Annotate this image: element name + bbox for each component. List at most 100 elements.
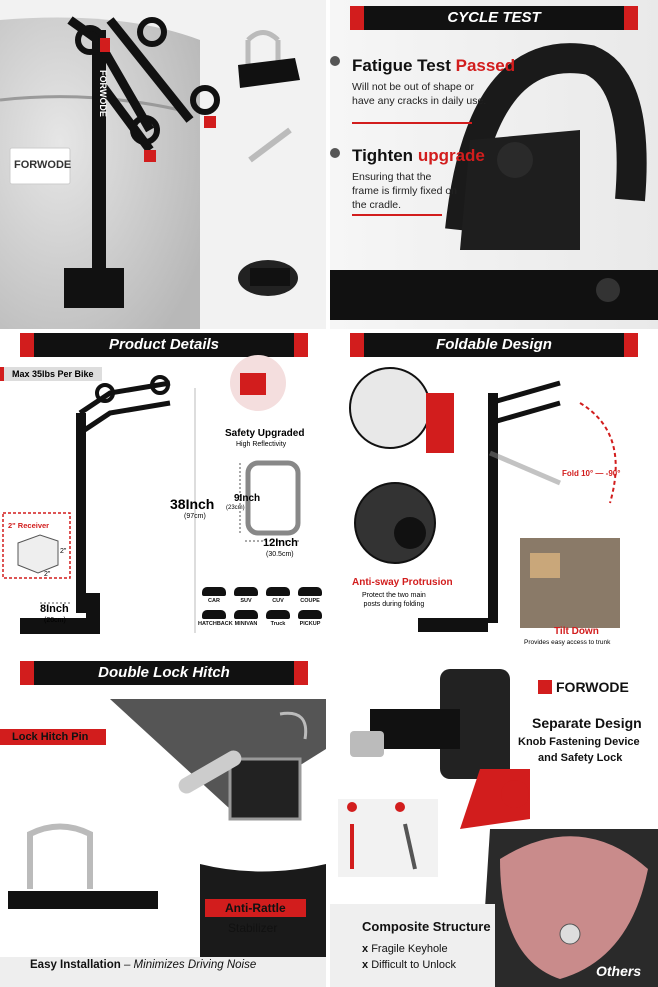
vehicle-label: HATCHBACK	[198, 621, 233, 627]
tighten-title-text: Tighten	[352, 146, 414, 165]
separate-title: Separate Design	[532, 715, 642, 731]
pin-label: Lock Hitch Pin	[0, 729, 107, 745]
fatigue-desc: Will not be out of shape or have any cra…	[352, 80, 486, 108]
fatigue-desc-line-1: Will not be out of shape or	[352, 81, 474, 93]
car-icon	[202, 587, 226, 596]
height-dimension: 38Inch	[170, 496, 215, 512]
vehicle-label: SUV	[240, 598, 252, 604]
gear-icon	[330, 56, 340, 66]
install-bold: Easy Installation	[30, 959, 121, 971]
gear-icon	[330, 148, 340, 158]
bullet-item: x Difficult to Unlock	[362, 959, 456, 971]
cycle-test-panel: CYCLE TEST Fatigue Test Passed Will not …	[330, 0, 658, 329]
car-icon	[298, 587, 322, 596]
stabilizer-label: Stabilizer	[228, 921, 278, 935]
install-caption: Easy Installation – Minimizes Driving No…	[30, 959, 256, 971]
receiver-dim-b: 2"	[44, 571, 51, 578]
base-dimension-cm: (20cm)	[44, 617, 66, 624]
fatigue-title-text: Fatigue Test	[352, 56, 451, 75]
separate-sub-1: Knob Fastening Device	[518, 736, 640, 748]
car-icon	[234, 587, 258, 596]
others-label: Others	[596, 963, 642, 979]
hero-panel: FORWODE FORWODE	[0, 0, 326, 329]
vehicle-type: CAR	[198, 587, 230, 604]
rack-brand-label: FORWODE	[98, 70, 108, 117]
anti-sway-title: Anti-sway Protrusion	[352, 577, 453, 588]
tighten-desc: Ensuring that the frame is firmly fixed …	[352, 170, 457, 212]
brand-logo: FORWODE	[538, 679, 629, 695]
vehicle-type: PICKUP	[294, 610, 326, 627]
brand-logo-text: FORWODE	[556, 679, 629, 695]
details-illustration	[2, 355, 301, 634]
vehicle-label: COUPE	[300, 598, 320, 604]
clamp-illustration	[330, 43, 658, 320]
width-dimension-cm: (30.5cm)	[266, 551, 294, 558]
tighten-desc-line-3: the cradle.	[352, 199, 402, 211]
vehicle-type: COUPE	[294, 587, 326, 604]
brand-label: FORWODE	[14, 159, 72, 171]
car-icon	[266, 587, 290, 596]
bullet-mark: x	[362, 959, 369, 971]
car-icon	[202, 610, 226, 619]
separate-illustration	[330, 669, 658, 987]
brand-logo-icon	[538, 680, 552, 694]
vehicle-label: MINIVAN	[234, 621, 258, 627]
car-icon	[234, 610, 258, 619]
hero-illustration	[0, 16, 300, 329]
fold-range-label: Fold 10° — -90°	[562, 469, 621, 478]
depth-dimension: 9Inch	[234, 493, 261, 504]
tighten-desc-line-2: frame is firmly fixed on	[352, 185, 458, 197]
bullet-mark: x	[362, 943, 369, 955]
vehicle-type: Truck	[262, 610, 294, 627]
vehicle-label: CUV	[272, 598, 284, 604]
composite-title: Composite Structure	[362, 919, 491, 934]
hitch-illustration	[0, 699, 326, 987]
divider	[352, 214, 442, 216]
separate-sub-2: and Safety Lock	[538, 752, 623, 764]
foldable-panel: Foldable Design Fold 10° — -90° Anti-swa…	[330, 333, 658, 655]
depth-dimension-cm: (23cm)	[226, 505, 245, 511]
vehicle-label: CAR	[208, 598, 220, 604]
tilt-desc: Provides easy access to trunk	[524, 639, 611, 646]
vehicle-type: CUV	[262, 587, 294, 604]
product-details-banner: Product Details	[20, 333, 308, 357]
base-dimension: 8Inch	[40, 603, 69, 615]
divider	[352, 122, 472, 124]
vehicle-type: HATCHBACK	[198, 610, 233, 627]
tighten-highlight: upgrade	[417, 146, 485, 165]
width-dimension: 12Inch	[263, 537, 298, 549]
tilt-title: Tilt Down	[554, 626, 599, 637]
cycle-test-banner: CYCLE TEST	[350, 6, 638, 30]
composite-bullets: x Fragile Keyhole x Difficult to Unlock	[362, 941, 456, 973]
vehicle-type: MINIVAN	[230, 610, 262, 627]
install-rest: – Minimizes Driving Noise	[123, 959, 257, 971]
car-icon	[266, 610, 290, 619]
tighten-desc-line-1: Ensuring that the	[352, 171, 432, 183]
fatigue-title: Fatigue Test Passed	[352, 56, 515, 76]
bullet-item: x Fragile Keyhole	[362, 943, 448, 955]
product-details-panel: Product Details Max 35lbs Per Bike 2" Re…	[0, 333, 326, 655]
foldable-illustration	[349, 367, 620, 632]
foldable-banner: Foldable Design	[350, 333, 638, 357]
double-lock-banner: Double Lock Hitch	[20, 661, 308, 685]
anti-rattle-label: Anti-Rattle	[205, 899, 306, 917]
anti-sway-desc: Protect the two main posts during foldin…	[362, 591, 426, 609]
vehicle-type: SUV	[230, 587, 262, 604]
vehicle-label: Truck	[270, 621, 286, 627]
fatigue-desc-line-2: have any cracks in daily use.	[352, 95, 487, 107]
vehicle-label: PICKUP	[299, 621, 321, 627]
separate-design-panel: FORWODE Separate Design Knob Fastening D…	[330, 659, 658, 987]
tighten-title: Tighten upgrade	[352, 146, 485, 166]
safety-sub: High Reflectivity	[236, 441, 287, 448]
double-lock-panel: Double Lock Hitch Lock Hitch Pin Anti-Ra…	[0, 659, 326, 987]
anti-sway-desc-line-1: Protect the two main	[362, 592, 426, 599]
receiver-label: 2" Receiver	[8, 521, 50, 530]
car-icon	[298, 610, 322, 619]
height-dimension-cm: (97cm)	[184, 513, 206, 520]
safety-title: Safety Upgraded	[225, 428, 305, 439]
fatigue-highlight: Passed	[455, 56, 516, 75]
max-load-label: Max 35lbs Per Bike	[0, 367, 102, 381]
receiver-dim-a: 2"	[60, 548, 67, 555]
anti-sway-desc-line-2: posts during folding	[363, 601, 425, 608]
